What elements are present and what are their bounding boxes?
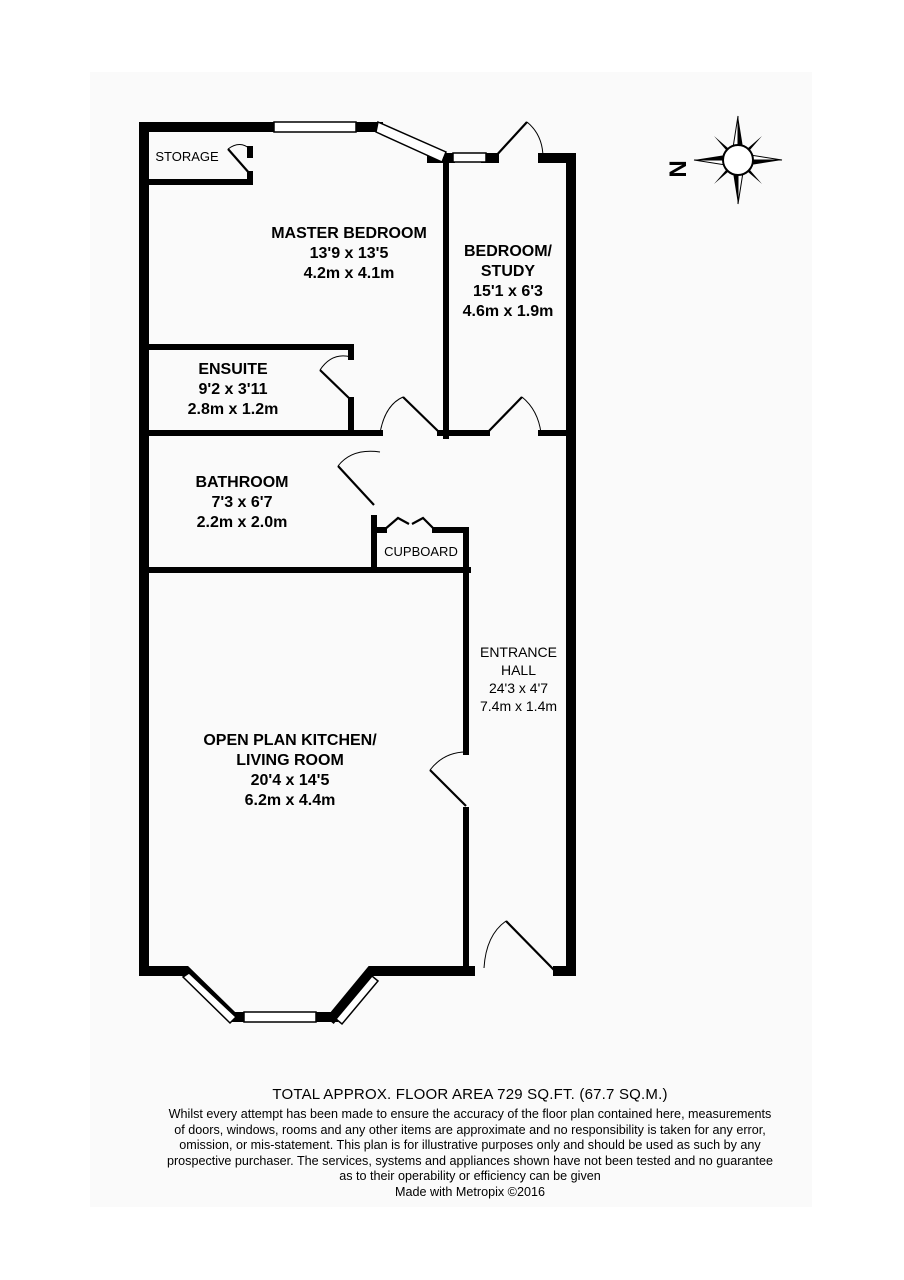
cupboard-door-right: [411, 516, 436, 531]
disclaimer-line: Whilst every attempt has been made to en…: [168, 1107, 772, 1121]
room-size-imperial: 20'4 x 14'5: [250, 772, 330, 789]
room-size-metric: 4.6m x 1.9m: [462, 303, 554, 320]
living-window: [243, 1011, 317, 1023]
living-bay-window-right: [334, 974, 380, 1026]
room-name: MASTER BEDROOM: [271, 225, 427, 242]
study-external-door: [493, 121, 528, 159]
room-name: BEDROOM/: [464, 243, 552, 260]
made-with-credit: Made with Metropix ©2016: [395, 1184, 545, 1199]
cupboard-door-left: [383, 516, 410, 531]
room-entrance-hall: ENTRANCE HALL 24'3 x 4'7 7.4m x 1.4m: [470, 643, 567, 715]
windows: [181, 120, 487, 1026]
compass-rose-icon: N: [668, 115, 783, 205]
room-bedroom-study: BEDROOM/ STUDY 15'1 x 6'3 4.6m x 1.9m: [452, 242, 564, 322]
room-ensuite: ENSUITE 9'2 x 3'11 2.8m x 1.2m: [168, 360, 298, 420]
room-kitchen-living: OPEN PLAN KITCHEN/ LIVING ROOM 20'4 x 14…: [180, 731, 400, 811]
doors: [227, 121, 556, 972]
master-bedroom-bay-window: [375, 120, 447, 164]
disclaimer-line: omission, or mis-statement. This plan is…: [179, 1138, 761, 1152]
room-name: BATHROOM: [195, 474, 289, 491]
room-master-bedroom: MASTER BEDROOM 13'9 x 13'5 4.2m x 4.1m: [258, 224, 440, 284]
master-bedroom-window: [273, 121, 357, 133]
room-size-imperial: 7'3 x 6'7: [211, 494, 273, 511]
room-size-imperial: 24'3 x 4'7: [488, 680, 549, 696]
room-size-metric: 2.2m x 2.0m: [196, 514, 288, 531]
room-size-metric: 7.4m x 1.4m: [479, 698, 558, 714]
disclaimer-line: as to their operability or efficiency ca…: [339, 1169, 601, 1183]
study-door: [486, 396, 523, 434]
room-size-metric: 4.2m x 4.1m: [303, 265, 395, 282]
room-size-imperial: 13'9 x 13'5: [309, 245, 389, 262]
storage-door: [227, 148, 251, 175]
bathroom-door: [337, 465, 375, 506]
master-bedroom-door: [402, 396, 441, 434]
disclaimer: Whilst every attempt has been made to en…: [90, 1107, 850, 1185]
study-window: [452, 152, 487, 163]
room-name: STUDY: [480, 263, 536, 280]
front-door: [505, 920, 556, 972]
interior-walls: [145, 146, 571, 971]
room-name: OPEN PLAN KITCHEN/: [203, 732, 377, 749]
living-room-door: [429, 769, 467, 807]
ensuite-door: [319, 369, 352, 401]
room-name: LIVING ROOM: [236, 752, 344, 769]
room-name: ENSUITE: [198, 361, 268, 378]
north-letter: N: [668, 160, 692, 177]
disclaimer-line: of doors, windows, rooms and any other i…: [174, 1122, 766, 1137]
living-bay-window-left: [181, 972, 238, 1025]
total-floor-area: TOTAL APPROX. FLOOR AREA 729 SQ.FT. (67.…: [272, 1086, 668, 1103]
room-size-imperial: 9'2 x 3'11: [198, 381, 268, 398]
room-name: HALL: [500, 662, 537, 678]
room-size-metric: 2.8m x 1.2m: [187, 401, 279, 418]
room-name: ENTRANCE: [479, 644, 557, 660]
room-storage: STORAGE: [155, 149, 219, 164]
disclaimer-line: prospective purchaser. The services, sys…: [166, 1153, 774, 1168]
footer: TOTAL APPROX. FLOOR AREA 729 SQ.FT. (67.…: [90, 1086, 850, 1200]
room-size-imperial: 15'1 x 6'3: [473, 283, 543, 300]
plan-background: [90, 72, 812, 1207]
room-bathroom: BATHROOM 7'3 x 6'7 2.2m x 2.0m: [172, 473, 312, 533]
room-size-metric: 6.2m x 4.4m: [244, 792, 336, 809]
room-cupboard: CUPBOARD: [384, 544, 458, 559]
